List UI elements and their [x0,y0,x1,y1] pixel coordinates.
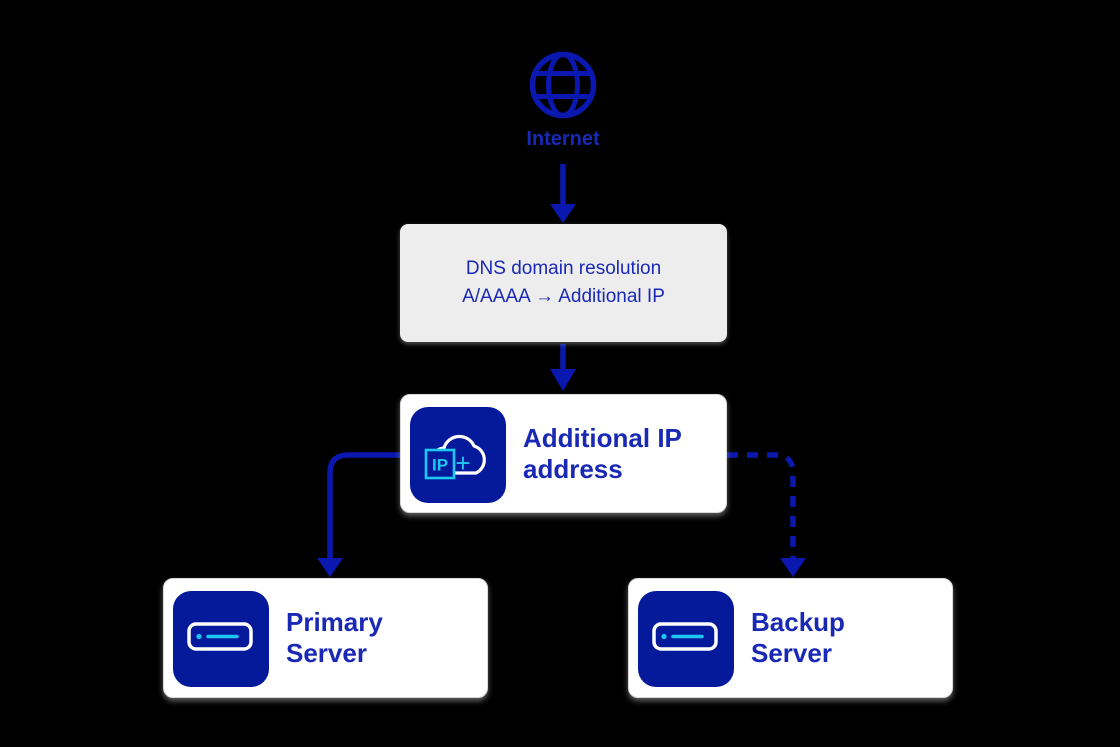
backup-server-label-line2: Server [751,638,832,668]
additional-ip-label-line1: Additional IP [523,422,682,453]
dns-line-1: DNS domain resolution [465,258,662,279]
plus-sign: + [455,448,470,478]
server-icon [173,591,269,687]
primary-server-box: Primary Server [163,578,488,698]
additional-ip-box: IP + Additional IP address [400,394,727,513]
server-icon-art [187,622,253,651]
primary-server-label-line2: Server [286,638,367,668]
arrow-internet-to-dns [550,164,576,223]
ip-badge-text: IP [432,456,448,475]
dns-line-2: A/AAAA → Additional IP [462,286,665,307]
server-led-dot [196,633,202,640]
ip-badge-frame [424,448,456,480]
server-icon-art [652,622,718,651]
internet-node [521,43,605,127]
internet-label: Internet [526,128,600,150]
dns-resolution-box: DNS domain resolution A/AAAA → Additiona… [400,224,727,342]
primary-server-label: Primary Server [286,579,479,697]
arrow-dns-to-additional-ip [550,344,576,391]
ip-plus-cloud-icon-art: IP + [424,434,486,480]
connector-additional-ip-to-primary [317,452,402,577]
ip-plus-cloud-icon: IP + [410,407,506,503]
backup-server-label: Backup Server [751,579,944,697]
globe-icon [529,51,597,119]
connector-additional-ip-to-backup [727,452,806,577]
backup-server-label-line1: Backup [751,607,845,637]
server-led-dot [661,633,667,640]
backup-server-box: Backup Server [628,578,953,698]
server-icon [638,591,734,687]
additional-ip-label-line2: address [523,453,623,484]
primary-server-label-line1: Primary [286,607,383,637]
additional-ip-label: Additional IP address [523,395,718,512]
